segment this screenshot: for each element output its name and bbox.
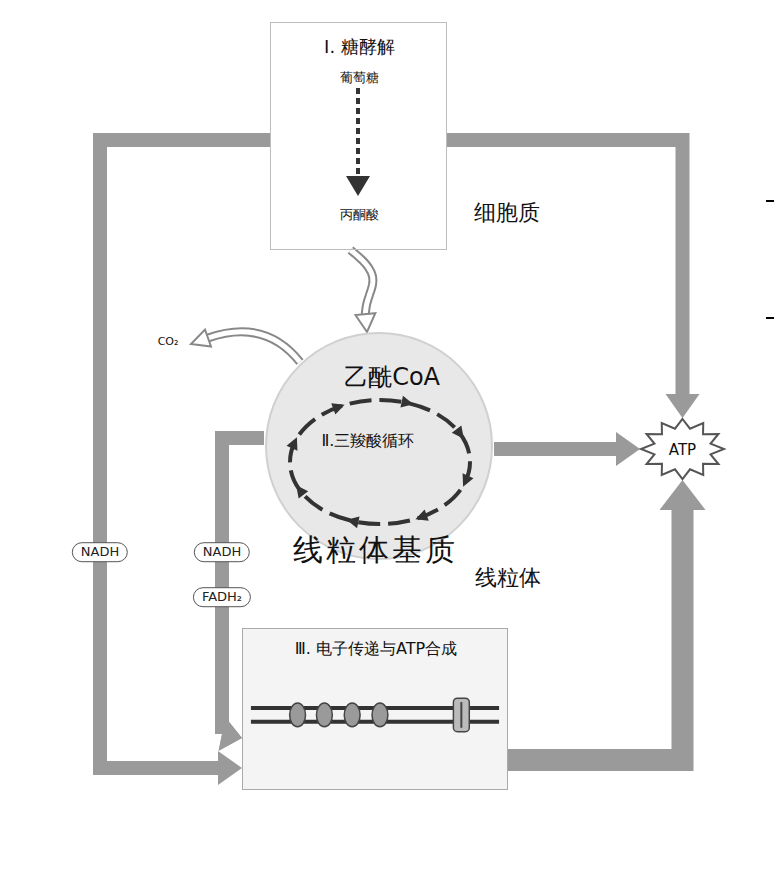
text-slot: 线粒体 bbox=[475, 565, 541, 591]
text-slot: 丙酮酸 bbox=[340, 204, 379, 223]
co2-arrow-head bbox=[191, 330, 211, 347]
arrow-shaft bbox=[351, 250, 373, 314]
region-label: 线粒体基质 bbox=[293, 532, 458, 567]
co2-arrow-outline bbox=[208, 332, 300, 362]
arrow-head bbox=[355, 313, 375, 332]
process-box: Ⅲ. 电子传递与ATP合成 bbox=[242, 628, 508, 790]
molecule-label: ATP bbox=[669, 441, 696, 459]
carrier-pill: NADH bbox=[194, 542, 250, 562]
arrow-shaft-inner bbox=[351, 250, 373, 314]
metabolite-label: 乙酰CoA bbox=[344, 363, 440, 391]
arrow-shaft bbox=[508, 510, 683, 760]
text-slot: Ⅲ. 电子传递与ATP合成 bbox=[295, 639, 457, 658]
carrier-pill: FADH₂ bbox=[193, 587, 251, 607]
flow-arrow bbox=[508, 480, 706, 760]
text-slot: 乙酰CoA bbox=[344, 363, 440, 392]
text-slot: CO₂ bbox=[158, 330, 179, 349]
arrow-head bbox=[616, 432, 640, 466]
flow-arrow bbox=[351, 250, 376, 332]
edge-tick bbox=[766, 200, 774, 202]
text-slot: 葡萄糖 bbox=[340, 67, 379, 86]
pathway-head bbox=[346, 176, 370, 196]
stage-title: Ⅲ. 电子传递与ATP合成 bbox=[295, 639, 457, 658]
arrow-head bbox=[218, 751, 242, 785]
mitochondrion-outline: 线粒体 乙酰CoA Ⅱ.三羧酸循环 Ⅲ. 电子传递与ATP合成 bbox=[165, 292, 625, 874]
flow-arrow bbox=[447, 140, 700, 418]
text-slot: ATP bbox=[669, 440, 696, 459]
metabolite-label: 丙酮酸 bbox=[340, 207, 379, 222]
text-slot: 线粒体基质 bbox=[293, 532, 458, 568]
metabolite-label: 葡萄糖 bbox=[340, 70, 379, 85]
molecule-label: CO₂ bbox=[158, 335, 179, 348]
text-slot: Ⅰ. 糖酵解 bbox=[324, 36, 395, 58]
arrow-head bbox=[666, 394, 700, 418]
process-box: Ⅰ. 糖酵解葡萄糖丙酮酸 bbox=[270, 22, 447, 250]
flow-arrow bbox=[494, 432, 640, 466]
stage-title: Ⅰ. 糖酵解 bbox=[324, 36, 395, 57]
atp-burst: ATP bbox=[640, 418, 725, 480]
matrix-circle: 乙酰CoA Ⅱ.三羧酸循环 bbox=[264, 331, 494, 561]
carrier-pill: NADH bbox=[72, 542, 128, 562]
text-slot: Ⅱ.三羧酸循环 bbox=[321, 431, 414, 450]
organelle-label: 线粒体 bbox=[475, 565, 541, 590]
edge-label: NADH bbox=[203, 544, 241, 559]
stage-title: Ⅱ.三羧酸循环 bbox=[321, 431, 414, 450]
arrow-head bbox=[219, 717, 242, 750]
region-label: 细胞质 bbox=[474, 200, 540, 225]
text-slot: 细胞质 bbox=[474, 200, 540, 226]
arrow-shaft bbox=[494, 442, 616, 456]
edge-label: FADH₂ bbox=[202, 589, 242, 604]
edge-tick bbox=[766, 317, 774, 319]
arrow-head bbox=[660, 480, 706, 510]
edge-label: NADH bbox=[81, 544, 119, 559]
co2-arrow-body bbox=[208, 332, 300, 362]
arrow-shaft bbox=[447, 140, 683, 394]
dotted-pathway bbox=[356, 88, 360, 178]
